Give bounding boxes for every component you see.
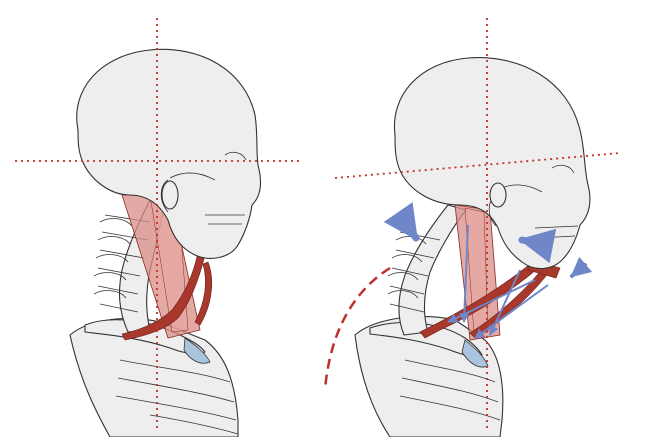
shoulder-cartilage	[183, 337, 211, 364]
skull-icon	[76, 48, 262, 259]
shoulder-cartilage	[461, 339, 489, 368]
clavicle-icon	[369, 321, 483, 357]
spine-curve-indicator	[323, 266, 391, 391]
skull-icon	[393, 57, 591, 270]
force-arrow-icon	[383, 202, 593, 339]
panel-forward-head-posture	[323, 18, 621, 437]
panel-neutral-posture	[15, 18, 300, 437]
